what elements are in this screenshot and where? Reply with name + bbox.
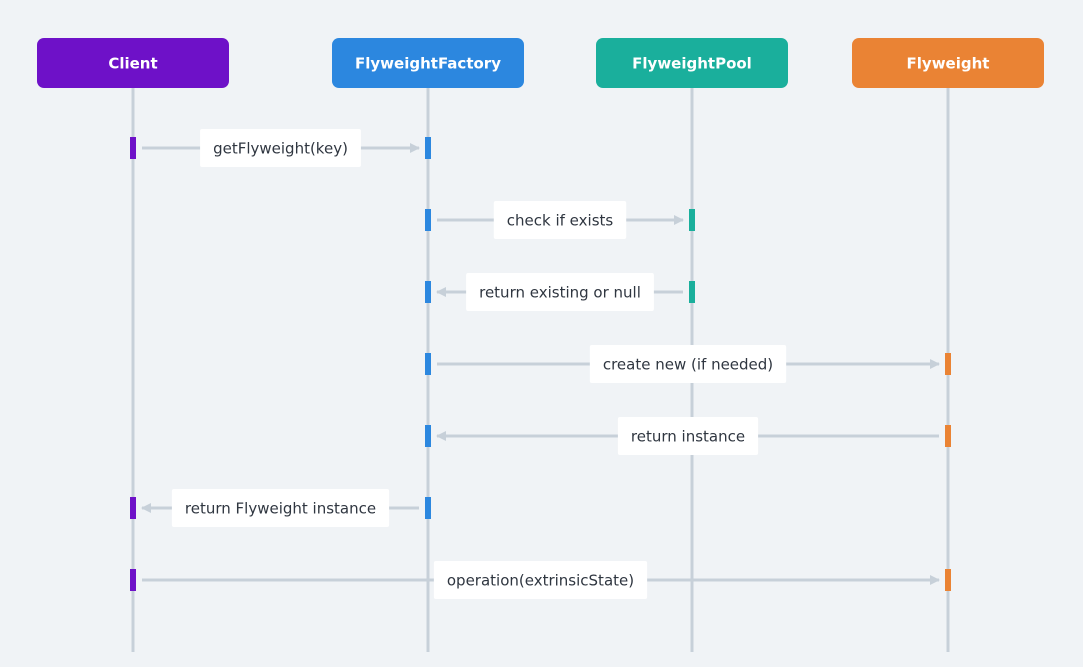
message: getFlyweight(key): [142, 129, 420, 167]
message-label: return instance: [631, 428, 745, 446]
message-label: create new (if needed): [603, 356, 773, 374]
participant-box-pool: [596, 38, 788, 88]
participant-label-factory: FlyweightFactory: [355, 55, 501, 73]
message-label: getFlyweight(key): [213, 140, 348, 158]
participant-client: Client: [37, 38, 229, 88]
message-label: operation(extrinsicState): [447, 572, 634, 590]
message-label: check if exists: [507, 212, 614, 230]
message: operation(extrinsicState): [142, 561, 940, 599]
activation-flyweight: [945, 425, 951, 447]
message-label: return existing or null: [479, 284, 641, 302]
message: return instance: [436, 417, 939, 455]
participant-box-factory: [332, 38, 524, 88]
message-label-bg: [493, 201, 627, 239]
activation-pool: [689, 281, 695, 303]
message-label-bg: [171, 489, 390, 527]
message-label-bg: [433, 561, 648, 599]
activation-factory: [425, 425, 431, 447]
message-label: return Flyweight instance: [185, 500, 376, 518]
participant-pool: FlyweightPool: [596, 38, 788, 88]
activation-flyweight: [945, 569, 951, 591]
participant-factory: FlyweightFactory: [332, 38, 524, 88]
participant-box-flyweight: [852, 38, 1044, 88]
message-label-bg: [200, 129, 361, 167]
participant-box-client: [37, 38, 229, 88]
activation-factory: [425, 353, 431, 375]
message-label-bg: [466, 273, 654, 311]
message: return existing or null: [436, 273, 683, 311]
activation-factory: [425, 497, 431, 519]
activation-client: [130, 137, 136, 159]
participant-label-pool: FlyweightPool: [632, 55, 752, 73]
participant-label-flyweight: Flyweight: [907, 55, 990, 73]
participant-label-client: Client: [108, 55, 157, 73]
message-label-bg: [589, 345, 787, 383]
activation-factory: [425, 137, 431, 159]
activation-factory: [425, 281, 431, 303]
participant-flyweight: Flyweight: [852, 38, 1044, 88]
activation-client: [130, 497, 136, 519]
message: create new (if needed): [437, 345, 940, 383]
activation-pool: [689, 209, 695, 231]
message: return Flyweight instance: [141, 489, 419, 527]
message-label-bg: [617, 417, 759, 455]
activation-flyweight: [945, 353, 951, 375]
message: check if exists: [437, 201, 684, 239]
activation-client: [130, 569, 136, 591]
activation-factory: [425, 209, 431, 231]
